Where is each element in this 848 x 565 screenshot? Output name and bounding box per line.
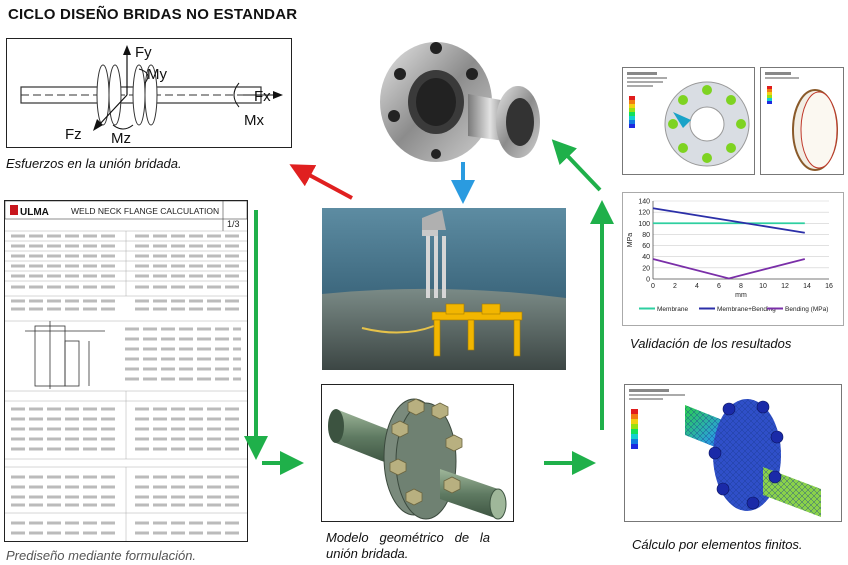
calc-sheet-content: ULMA WELD NECK FLANGE CALCULATION 1/3 — [4, 200, 248, 541]
calc-sheet-page: 1/3 — [227, 219, 240, 229]
caption-predesign: Prediseño mediante formulación. — [6, 548, 197, 563]
fem-stress-thumbnail — [622, 67, 755, 175]
caption-geometric-model-2: unión bridada. — [326, 546, 409, 561]
x-tick-label: 16 — [825, 283, 833, 290]
x-tick-label: 10 — [759, 283, 767, 290]
geometric-model-panel — [321, 384, 514, 522]
caption-geometric-model-1: Modelo geométrico de la — [326, 530, 491, 545]
diagram-title: CICLO DISEÑO BRIDAS NO ESTANDAR — [8, 6, 298, 23]
validation-chart: 0 20 40 60 80 100 120 140 0 2 4 6 8 10 12 14 16 mm MPaMemb… — [627, 199, 833, 314]
fem-gasket-thumbnail — [760, 67, 844, 175]
legend-label-3: Bending (MPa) — [785, 306, 828, 313]
legend-label-2: Membrane+Bending — [717, 306, 776, 313]
y-tick-label: 0 — [646, 277, 650, 284]
label-mz: Mz — [111, 130, 131, 147]
y-axis-title: MPa — [627, 233, 634, 248]
caption-forces: Esfuerzos en la unión bridada. — [6, 156, 182, 171]
y-tick-label: 100 — [638, 221, 650, 228]
arrow-green-to-flange — [551, 139, 602, 192]
y-tick-label: 40 — [642, 254, 650, 261]
caption-validation: Validación de los resultados — [630, 336, 792, 351]
y-tick-label: 140 — [638, 199, 650, 206]
x-axis-title: mm — [735, 292, 747, 299]
label-mx: Mx — [244, 112, 264, 129]
y-tick-label: 120 — [638, 210, 650, 217]
calc-sheet-logo: ULMA — [20, 207, 49, 218]
label-fx: Fx — [254, 88, 271, 105]
caption-fem: Cálculo por elementos finitos. — [632, 537, 803, 552]
label-fz: Fz — [65, 126, 82, 143]
forces-panel: Fy My Fx Mx Fz Mz — [6, 38, 292, 148]
flange-forces-sketch: Fy My Fx Mx Fz Mz — [20, 44, 283, 147]
x-tick-label: 0 — [651, 283, 655, 290]
x-tick-label: 4 — [695, 283, 699, 290]
arrow-red-to-forces — [289, 164, 353, 200]
x-tick-label: 2 — [673, 283, 677, 290]
x-tick-label: 8 — [739, 283, 743, 290]
flange-photo — [372, 24, 552, 164]
fem-mesh-panel — [624, 384, 842, 522]
x-tick-label: 12 — [781, 283, 789, 290]
y-tick-label: 80 — [642, 232, 650, 239]
x-tick-label: 14 — [803, 283, 811, 290]
series-line-2 — [652, 207, 805, 234]
y-tick-label: 20 — [642, 265, 650, 272]
calc-sheet: ULMA WELD NECK FLANGE CALCULATION 1/3 — [4, 200, 248, 542]
calc-sheet-heading: WELD NECK FLANGE CALCULATION — [71, 206, 219, 216]
series-line-3 — [652, 258, 806, 280]
offshore-scene — [322, 208, 566, 370]
label-my: My — [147, 66, 167, 83]
y-tick-label: 60 — [642, 243, 650, 250]
x-tick-label: 6 — [717, 283, 721, 290]
legend-label-1: Membrane — [657, 306, 688, 313]
label-fy: Fy — [135, 44, 152, 61]
